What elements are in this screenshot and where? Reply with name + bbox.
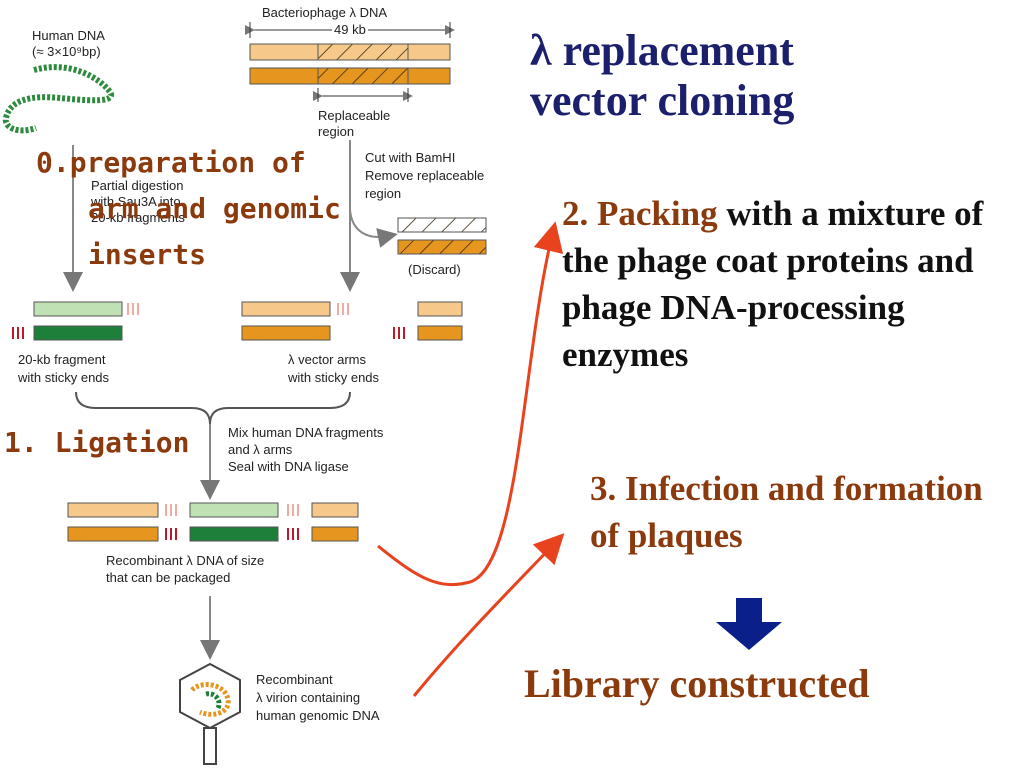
step-1-annotation: 1. Ligation	[4, 426, 190, 459]
virion-label-2: λ virion containing	[256, 690, 360, 705]
discard-arrow	[349, 209, 398, 248]
insert-bottom	[33, 325, 123, 341]
partial-digestion-1: Partial digestion	[91, 178, 184, 193]
cut-bamhi-3: region	[365, 186, 401, 201]
replaceable-region-bottom	[317, 67, 409, 85]
recombinant-label-1: Recombinant λ DNA of size	[106, 553, 264, 568]
recombinant-dna	[67, 502, 359, 542]
step-0-line-3: inserts	[88, 238, 207, 271]
title-line-1: λ replacement	[530, 26, 794, 75]
phage-dna-label: Bacteriophage λ DNA	[262, 5, 387, 20]
step-0-line-1: 0.preparation of	[36, 146, 306, 179]
human-dna-coil	[2, 64, 115, 134]
left-arm-bottom	[241, 325, 331, 341]
right-arm-top	[417, 301, 463, 317]
human-dna-size: (≈ 3×10⁹bp)	[32, 44, 101, 59]
cut-bamhi-1: Cut with BamHI	[365, 150, 455, 165]
mix-3: Seal with DNA ligase	[228, 459, 349, 474]
step-2-highlight: Packing	[597, 194, 718, 233]
virion-label-3: human genomic DNA	[256, 708, 380, 723]
packing-arrow	[377, 221, 564, 587]
fragment-label-1: 20-kb fragment	[18, 352, 106, 367]
mix-1: Mix human DNA fragments	[228, 425, 384, 440]
right-arm-bottom	[417, 325, 463, 341]
library-constructed-text: Library constructed	[524, 661, 870, 706]
step-2-rest: with a mixture of the phage coat protein…	[562, 194, 984, 374]
discard-label: (Discard)	[408, 262, 461, 277]
replaceable-label-1: Replaceable	[318, 108, 390, 123]
cut-bamhi-2: Remove replaceable	[365, 168, 484, 183]
down-arrow-icon	[716, 598, 782, 650]
virion-icon	[179, 662, 241, 765]
step-3-text: 3. Infection and formation of plaques	[590, 469, 983, 555]
fragment-label-2: with sticky ends	[17, 370, 110, 385]
insert-sticky-ends	[12, 303, 139, 339]
replaceable-label-2: region	[318, 124, 354, 139]
infection-arrow	[412, 533, 565, 697]
step-2-number: 2.	[562, 194, 597, 233]
left-arm-top	[241, 301, 331, 317]
phage-length-label: 49 kb	[334, 22, 366, 37]
replaceable-region-top	[317, 43, 409, 61]
insert-top	[33, 301, 123, 317]
discard-fragment-bottom	[397, 239, 487, 255]
arms-label-2: with sticky ends	[287, 370, 380, 385]
recombinant-label-2: that can be packaged	[106, 570, 230, 585]
step-2-text: 2. Packing with a mixture of the phage c…	[562, 190, 1002, 378]
virion-label-1: Recombinant	[256, 672, 333, 687]
partial-digestion-3: 20-kb fragments	[91, 210, 185, 225]
human-dna-label: Human DNA	[32, 28, 105, 43]
title-line-2: vector cloning	[530, 76, 795, 125]
slide-title: λ replacement vector cloning	[530, 26, 1010, 126]
partial-digestion-2: with Sau3A into	[90, 194, 181, 209]
step-0-annotation: 0.preparation of arm and genomic inserts	[36, 140, 416, 278]
arm-sticky-ends	[337, 303, 405, 339]
arms-label-1: λ vector arms	[288, 352, 367, 367]
length-label-bg	[332, 22, 368, 36]
discard-fragment-top	[397, 217, 487, 233]
mix-2: and λ arms	[228, 442, 293, 457]
step-0-line-2: arm and genomic	[88, 192, 341, 225]
